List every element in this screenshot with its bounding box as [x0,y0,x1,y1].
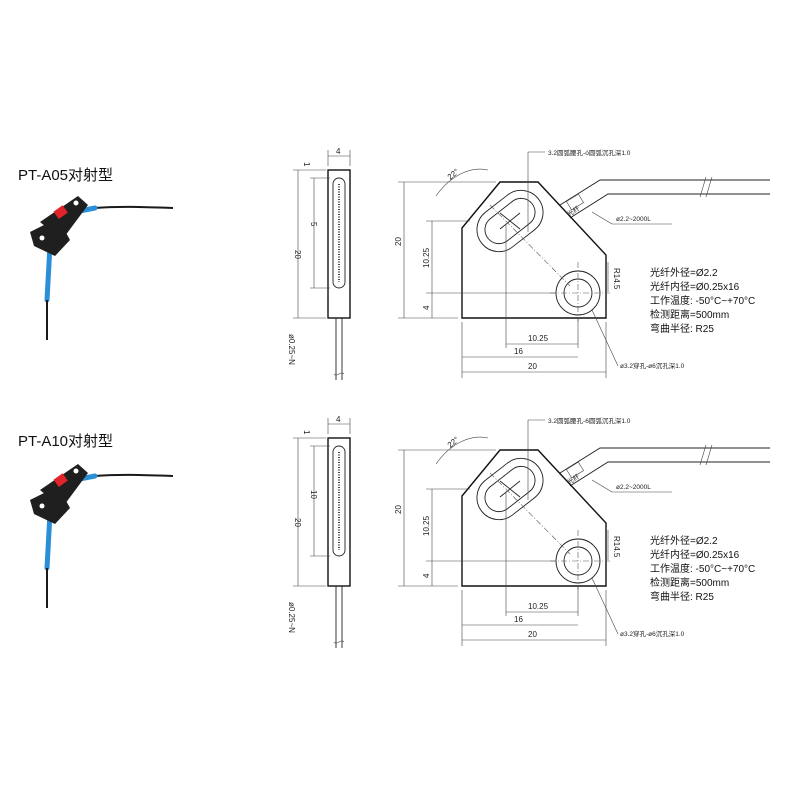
angle-label: 22° [446,435,461,450]
product-illustration [30,464,174,608]
hole-note: 3.2圆弧腰孔-6圆弧沉孔深1.0 [548,416,631,425]
cable-tag: 光纤 [565,203,581,218]
top-label: 1 [302,430,311,435]
mid-height-label: 10.25 [422,515,431,536]
height-label: 20 [293,518,302,527]
bottom-note: ø3.2穿孔-ø6沉孔深1.0 [620,629,685,638]
spec-item: 工作温度: -50°C~+70°C [650,562,755,575]
product-title: PT-A05对射型 [18,167,113,184]
low-height-label: 4 [422,573,431,578]
cable-note: ø2.2~2000L [616,216,651,223]
spec-item: 弯曲半径: R25 [650,322,714,335]
spec-item: 光纤外径=Ø2.2 [650,534,718,547]
height-label: 20 [394,237,403,246]
cable-label: ø0.25~N [287,602,296,633]
radius-label: R14.5 [612,268,621,290]
front-view: 光纤 3.2圆弧腰孔-6圆弧沉孔深1.0 ø2.2~2000L 22° R14.… [394,416,770,646]
spec-item: 工作温度: -50°C~+70°C [650,294,755,307]
product-title: PT-A10对射型 [18,433,113,450]
radius-label: R14.5 [612,536,621,558]
spec-list: 光纤外径=Ø2.2 光纤内径=Ø0.25x16 工作温度: -50°C~+70°… [650,266,755,335]
mid-height-label: 10.25 [422,247,431,268]
width-label-2: 16 [514,615,523,624]
angle-label: 22° [446,167,461,182]
hole-note: 3.2圆弧腰孔-ó圆弧沉孔深1.0 [548,148,631,157]
spec-item: 弯曲半径: R25 [650,590,714,603]
spec-item: 光纤内径=Ø0.25x16 [650,280,740,293]
spec-item: 光纤内径=Ø0.25x16 [650,548,740,561]
width-label-2: 16 [514,347,523,356]
width-label-1: 10.25 [528,602,549,611]
spec-list: 光纤外径=Ø2.2 光纤内径=Ø0.25x16 工作温度: -50°C~+70°… [650,534,755,603]
cable-note: ø2.2~2000L [616,484,651,491]
cable-tag: 光纤 [565,471,581,486]
window-label: 5 [309,222,318,227]
width-label-3: 20 [528,630,537,639]
height-label: 20 [293,250,302,259]
window-label: 10 [309,490,318,499]
side-view: 4 20 5 1 ø0.25~N [287,147,351,380]
front-view: 光纤 3.2圆弧腰孔-ó圆弧沉孔深1.0 ø2.2~2000L 22° R14.… [394,148,770,378]
product-pt-a10: PT-A10对射型 4 20 [18,415,770,648]
width-label-3: 20 [528,362,537,371]
width-label-1: 10.25 [528,334,549,343]
product-pt-a05: PT-A05对射型 4 20 [18,147,770,380]
bottom-note: ø3.2穿孔-ø6沉孔深1.0 [620,361,685,370]
side-view: 4 20 10 1 ø0.25~N [287,415,351,648]
spec-item: 光纤外径=Ø2.2 [650,266,718,279]
height-label: 20 [394,505,403,514]
top-label: 1 [302,162,311,167]
low-height-label: 4 [422,305,431,310]
width-label: 4 [336,147,341,156]
spec-item: 检测距离=500mm [650,576,729,589]
product-illustration [30,196,174,340]
cable-label: ø0.25~N [287,334,296,365]
width-label: 4 [336,415,341,424]
spec-item: 检测距离=500mm [650,308,729,321]
